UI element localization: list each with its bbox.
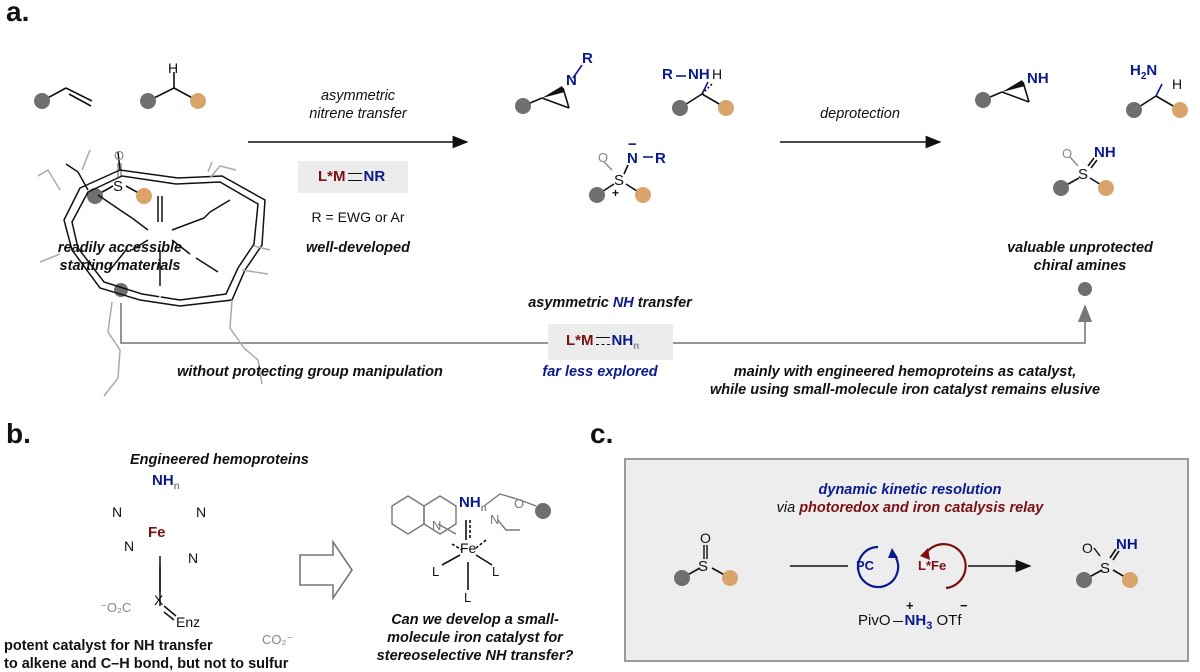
nh-aziridine-structure [975, 80, 1030, 108]
free-amine-h2n: H2N [1130, 62, 1158, 82]
porphyrin-enz: Enz [176, 614, 201, 630]
nh-transfer-label: asymmetric NH transfer [528, 295, 692, 311]
panel-b-label: b. [6, 418, 31, 449]
free-sulf-s: S [1078, 166, 1089, 183]
right-caption-2: while using small-molecule iron catalyst… [709, 382, 1101, 398]
sulf-s: S [614, 172, 625, 189]
nh-aziridine-label: NH [1027, 70, 1049, 87]
complex-l2: L [492, 564, 500, 579]
gray-ball [34, 93, 50, 109]
lfe-label: L*Fe [918, 558, 947, 573]
question-1: Can we develop a small- [391, 612, 559, 628]
free-sulf-nh: NH [1094, 144, 1116, 161]
complex-o: O [514, 496, 525, 511]
lfe-cycle-icon [925, 543, 967, 590]
c-o: O [700, 530, 711, 546]
start-line-2: starting materials [59, 258, 181, 274]
start-line-1: readily accessible [57, 240, 183, 256]
panel-b-caption-1: potent catalyst for NH transfer [4, 638, 213, 654]
far-less-label: far less explored [542, 364, 658, 380]
amine-h: H [712, 66, 723, 82]
panel-c-label: c. [590, 418, 614, 449]
c-product-o: O [1082, 540, 1093, 556]
panel-c-title-1: dynamic kinetic resolution [818, 482, 1002, 498]
end-line-1: valuable unprotected [1007, 240, 1153, 256]
atom-o: O [114, 148, 125, 163]
panel-a-label: a. [6, 0, 30, 27]
sulfoxide-structure [87, 163, 152, 204]
complex-n: N [432, 518, 442, 533]
protected-amine-structure [672, 75, 734, 116]
hollow-arrow [299, 539, 353, 601]
panel-b-title: Engineered hemoproteins [130, 452, 309, 468]
porphyrin-nh: NHn [152, 472, 180, 492]
free-sulfilimine-structure [1053, 156, 1114, 196]
c-s: S [698, 558, 709, 575]
panel-c-box [624, 458, 1189, 662]
question-3: stereoselective NH transfer? [376, 648, 574, 664]
porphyrin-n4: N [188, 550, 199, 566]
complex-l3: L [464, 590, 472, 605]
alkane-structure [140, 72, 206, 109]
reagent2-box [548, 324, 673, 360]
iron-complex-structure [391, 493, 537, 535]
sulf-r: R [655, 150, 666, 167]
porphyrin-fe: Fe [148, 524, 166, 541]
sulfoximine-c-structure [1076, 547, 1138, 588]
arrow1-label-2: nitrene transfer [309, 106, 407, 122]
aziridine-structure [515, 64, 583, 114]
porphyrin-structure [39, 151, 271, 621]
arrow1-label-1: asymmetric [320, 88, 396, 104]
pc-label: PC [856, 558, 875, 573]
free-amine-structure [1126, 83, 1188, 118]
complex-nh: NHn [459, 494, 487, 514]
alkene-structure [34, 87, 93, 109]
porphyrin-n3: N [124, 538, 135, 554]
sulfoxide-c-structure [674, 545, 738, 586]
pc-cycle-icon [857, 545, 900, 589]
c-product-nh: NH [1116, 536, 1138, 553]
porphyrin-x: X [154, 592, 164, 608]
porphyrin-substituents [37, 149, 269, 397]
c-reagent-plus: + [906, 598, 914, 613]
c-reagent-minus: − [960, 598, 968, 613]
aziridine-r: R [582, 50, 593, 67]
sulfilimine-protected-structure [589, 156, 653, 203]
amine-r: R [662, 66, 673, 83]
porphyrin-axial [159, 566, 177, 617]
complex-n2: N [490, 512, 500, 527]
sulf-plus: + [612, 186, 620, 200]
well-developed-label: well-developed [306, 240, 410, 256]
atom-h: H [168, 60, 179, 76]
question-2: molecule iron catalyst for [387, 630, 563, 646]
porphyrin-n2: N [196, 504, 207, 520]
free-sulf-o: O [1062, 146, 1073, 161]
sulf-n: N [627, 150, 638, 167]
right-caption-1: mainly with engineered hemoproteins as c… [733, 364, 1077, 380]
aziridine-n: N [566, 72, 577, 89]
porphyrin-co2-right: CO₂⁻ [262, 632, 294, 647]
sulf-o: O [598, 150, 609, 165]
complex-l1: L [432, 564, 440, 579]
reagent1-box [298, 161, 408, 193]
end-line-2: chiral amines [1033, 258, 1127, 274]
porphyrin-n1: N [112, 504, 123, 520]
sulf-minus: − [628, 136, 637, 153]
c-product-s: S [1100, 560, 1111, 577]
deprotection-label: deprotection [820, 106, 900, 122]
atom-s: S [113, 178, 124, 195]
porphyrin-co2-left: ⁻O₂C [100, 600, 132, 615]
panel-c-title-2: via photoredox and iron catalysis relay [776, 500, 1044, 516]
panel-b-caption-2: to alkene and C–H bond, but not to sulfu… [4, 656, 289, 672]
amine-nh: NH [688, 66, 710, 83]
r-definition: R = EWG or Ar [311, 209, 405, 225]
complex-fe: Fe [460, 540, 477, 556]
free-amine-h: H [1172, 76, 1183, 92]
left-caption: without protecting group manipulation [177, 364, 443, 380]
